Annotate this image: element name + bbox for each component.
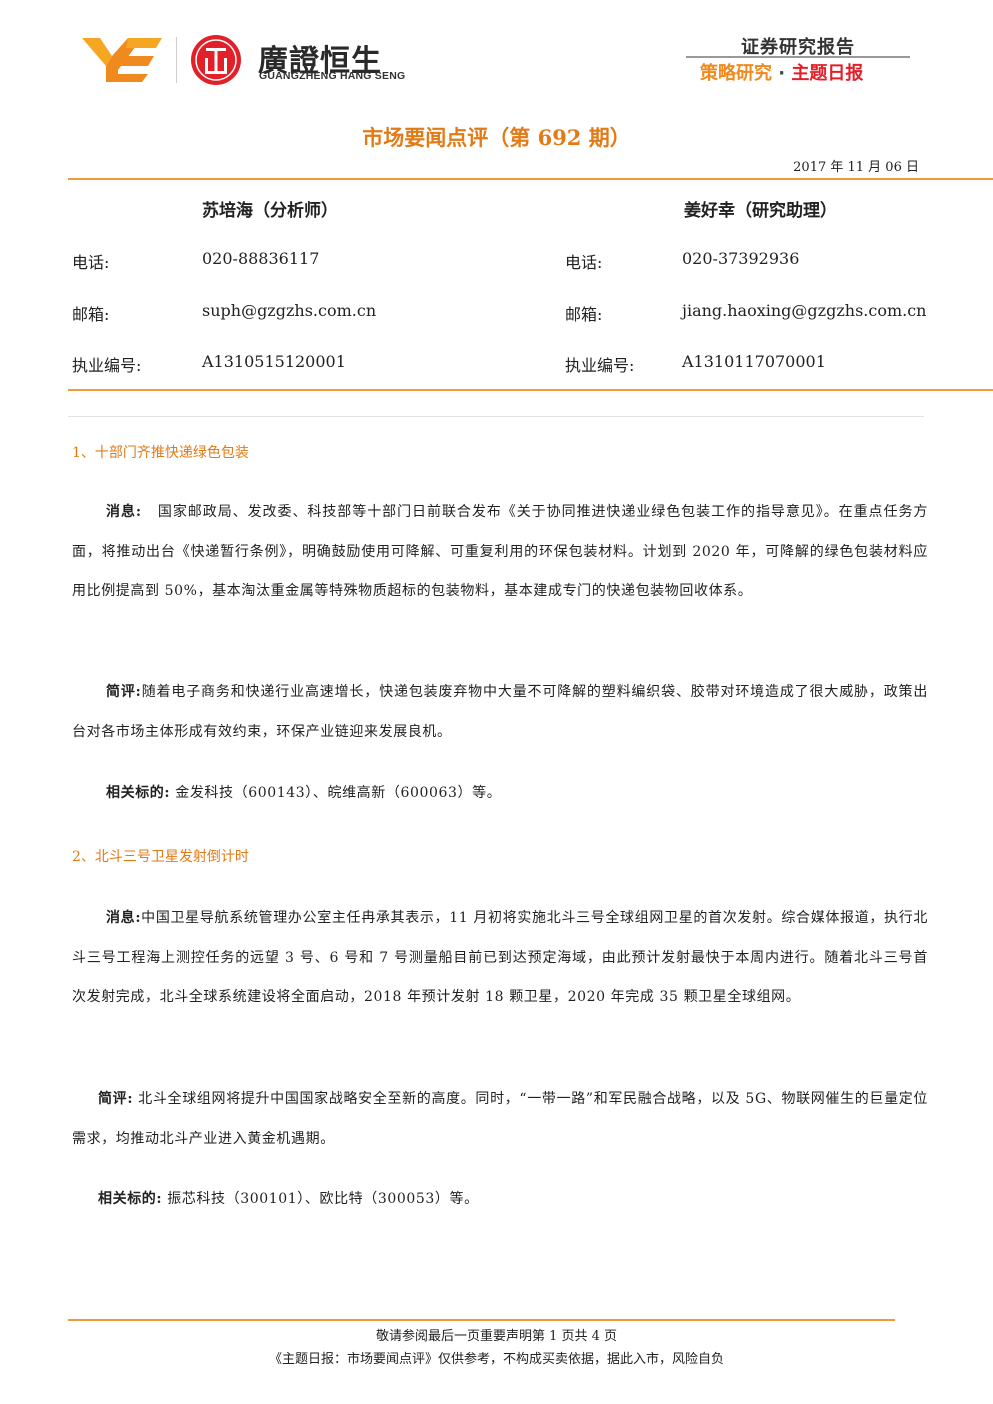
report-sub-dot: ·: [778, 63, 786, 84]
brand-name-cn: 廣證恒生: [258, 44, 382, 79]
analyst-1-email[interactable]: suph@gzgzhs.com.cn: [202, 301, 377, 320]
footer-divider: [68, 1319, 895, 1321]
contact-divider: [68, 389, 993, 391]
report-sub-strategy: 策略研究: [700, 63, 772, 84]
section-1-comment-text: 随着电子商务和快递行业高速增长，快递包装废弃物中大量不可降解的塑料编织袋、胶带对…: [72, 684, 929, 740]
section-1-targets: 相关标的: 金发科技（600143）、皖维高新（600063）等。: [72, 774, 928, 814]
page-title: 市场要闻点评（第 692 期）: [362, 125, 631, 150]
section-2-targets-text: 振芯科技（300101）、欧比特（300053）等。: [167, 1191, 479, 1207]
section-2-targets-label: 相关标的:: [98, 1191, 163, 1207]
section-1-comment: 简评:随着电子商务和快递行业高速增长，快递包装废弃物中大量不可降解的塑料编织袋、…: [72, 673, 928, 752]
analyst-1-license: A1310515120001: [202, 352, 346, 371]
section-1-comment-label: 简评:: [106, 684, 142, 700]
analyst-1-phone-label: 电话:: [72, 253, 110, 272]
analyst-2-license: A1310117070001: [682, 352, 826, 371]
analyst-2-phone: 020-37392936: [682, 249, 800, 268]
analyst-2-email[interactable]: jiang.haoxing@gzgzhs.com.cn: [682, 301, 927, 320]
analyst-2-name: 姜好幸（研究助理）: [684, 201, 837, 221]
analyst-2-license-label: 执业编号:: [565, 356, 635, 375]
section-2-news-label: 消息:: [106, 910, 142, 926]
report-type-underline: [686, 56, 910, 58]
section-2-comment: 简评: 北斗全球组网将提升中国国家战略安全至新的高度。同时，“一带一路”和军民融…: [72, 1080, 928, 1159]
section-2-news: 消息:中国卫星导航系统管理办公室主任冉承其表示，11 月初将实施北斗三号全球组网…: [72, 899, 928, 1018]
section-1-targets-text: 金发科技（600143）、皖维高新（600063）等。: [175, 785, 502, 801]
footer-page-notice: 敬请参阅最后一页重要声明第 1 页共 4 页: [375, 1329, 618, 1344]
section-1-title: 1、十部门齐推快递绿色包装: [72, 445, 249, 461]
analyst-1-email-label: 邮箱:: [72, 305, 110, 324]
brand-name-en: GUANGZHENG HANG SENG: [259, 70, 406, 82]
section-2-comment-label: 简评:: [98, 1091, 134, 1107]
section-2-targets: 相关标的: 振芯科技（300101）、欧比特（300053）等。: [72, 1180, 928, 1220]
section-2-news-text: 中国卫星导航系统管理办公室主任冉承其表示，11 月初将实施北斗三号全球组网卫星的…: [72, 910, 928, 1006]
analyst-2-email-label: 邮箱:: [565, 305, 603, 324]
analyst-1-phone: 020-88836117: [202, 249, 320, 268]
section-2-title: 2、北斗三号卫星发射倒计时: [72, 849, 249, 865]
logo-separator: [176, 37, 177, 83]
content-divider: [68, 416, 924, 417]
analyst-1-license-label: 执业编号:: [72, 356, 142, 375]
section-1-news-text: 国家邮政局、发改委、科技部等十部门日前联合发布《关于协同推进快递业绿色包装工作的…: [72, 504, 929, 600]
section-1-news-label: 消息:: [106, 504, 142, 520]
report-sub-daily: 主题日报: [791, 63, 864, 84]
section-1-targets-label: 相关标的:: [106, 785, 171, 801]
analyst-2-phone-label: 电话:: [565, 253, 603, 272]
report-date: 2017 年 11 月 06 日: [793, 160, 919, 175]
top-divider: [68, 178, 993, 180]
report-type: 证券研究报告: [741, 37, 855, 58]
section-2-comment-text: 北斗全球组网将提升中国国家战略安全至新的高度。同时，“一带一路”和军民融合战略，…: [72, 1091, 929, 1147]
analyst-1-name: 苏培海（分析师）: [202, 201, 338, 221]
footer-disclaimer: 《主题日报：市场要闻点评》仅供参考，不构成买卖依据，据此入市，风险自负: [268, 1352, 724, 1367]
report-subtitle: 策略研究 · 主题日报: [700, 59, 863, 85]
ye-logo-icon: [82, 38, 162, 82]
section-1-news: 消息: 国家邮政局、发改委、科技部等十部门日前联合发布《关于协同推进快递业绿色包…: [72, 493, 928, 612]
seal-logo-icon: [191, 35, 241, 85]
